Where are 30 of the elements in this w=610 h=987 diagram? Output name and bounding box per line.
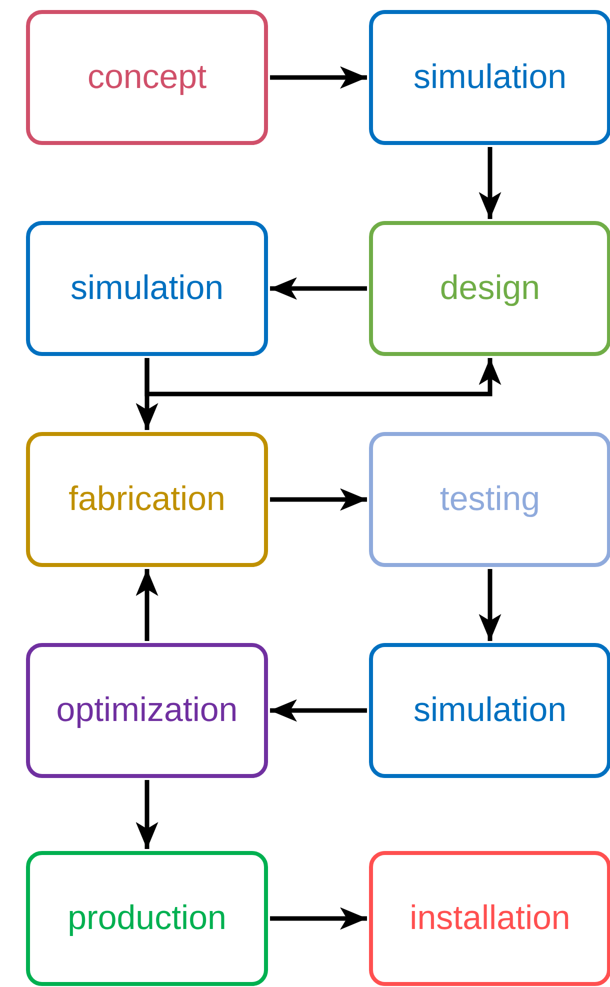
box-label: simulation — [413, 57, 567, 98]
arrow — [270, 277, 367, 300]
process-box — [369, 10, 610, 145]
arrow — [270, 66, 367, 89]
process-box — [26, 10, 268, 145]
arrow — [270, 907, 367, 930]
arrow — [270, 699, 367, 722]
box-label: testing — [440, 479, 540, 520]
process-box — [26, 643, 268, 778]
process-box — [26, 851, 268, 986]
process-box — [369, 432, 610, 567]
box-label: installation — [410, 898, 570, 940]
process-box — [369, 643, 610, 778]
arrow — [478, 147, 502, 219]
box-label: concept — [87, 57, 207, 98]
arrow — [478, 569, 502, 641]
process-box — [369, 851, 610, 986]
box-label: simulation — [413, 690, 567, 732]
box-label: design — [440, 268, 540, 310]
arrow — [144, 358, 502, 396]
box-label: optimization — [56, 690, 238, 732]
box-label: fabrication — [68, 479, 226, 520]
arrow — [136, 569, 158, 641]
box-label: simulation — [70, 268, 224, 310]
process-box — [26, 432, 268, 567]
arrow — [270, 488, 367, 511]
process-box — [26, 221, 268, 356]
process-box — [369, 221, 610, 356]
arrow — [136, 780, 158, 849]
box-label: production — [68, 898, 226, 940]
